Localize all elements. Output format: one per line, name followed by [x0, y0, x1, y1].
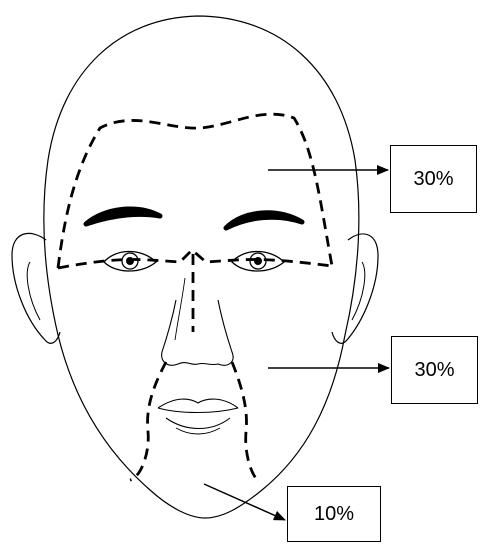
percentage-label-middle: 30%	[414, 359, 454, 382]
right-ear	[332, 234, 378, 343]
percentage-label-lower: 10%	[314, 503, 354, 526]
upper-face-region-outline	[58, 114, 332, 268]
percentage-box-upper: 30%	[390, 145, 477, 213]
right-cheek-line-dashed	[232, 362, 260, 482]
left-ear	[12, 233, 60, 343]
eye-line-dashed	[58, 250, 332, 268]
percentage-label-upper: 30%	[413, 168, 453, 191]
mouth	[158, 399, 238, 434]
right-eye	[232, 252, 284, 272]
left-eyebrow	[86, 209, 160, 224]
left-ear-inner	[27, 262, 40, 320]
percentage-box-lower: 10%	[287, 486, 381, 542]
arrow-lower	[204, 484, 285, 520]
nose	[162, 300, 233, 365]
nose-bridge	[175, 278, 185, 340]
head-outline	[44, 16, 359, 518]
right-eyebrow	[226, 213, 302, 228]
left-cheek-line-dashed	[130, 362, 166, 480]
percentage-box-middle: 30%	[391, 336, 478, 404]
